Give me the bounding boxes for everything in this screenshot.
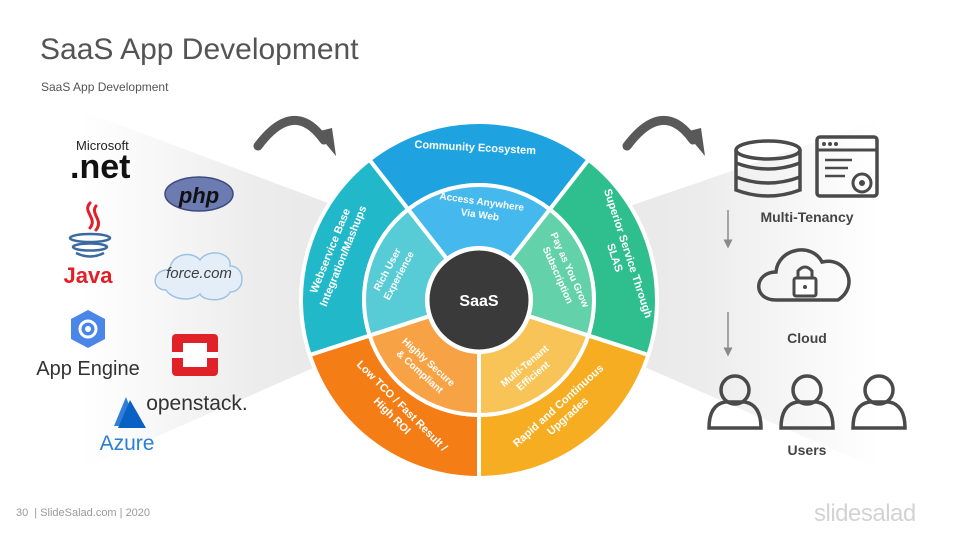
saas-center [426,247,532,353]
database-icon [734,139,802,198]
left-curve-arrow [253,116,329,151]
force-com-logo: force.com [154,252,243,301]
brand-logo: slidesalad [814,500,916,527]
app-engine-label: App Engine [36,358,139,380]
left-fan [80,110,400,470]
saas-center-label: SaaS [459,293,498,310]
cloud-label: Cloud [787,330,827,346]
outer-ring [299,120,659,481]
app-engine-logo: App Engine [36,310,140,380]
page-subtitle: SaaS App Development [41,80,169,94]
settings-document-icon [815,135,879,198]
users-label: Users [788,442,827,458]
openstack-label: openstack. [146,392,248,415]
right-fan [560,120,880,470]
left-curve-arrow-head [316,128,336,156]
force-com-label: force.com [166,265,232,282]
user-icon-1 [707,374,763,430]
footer-text: | SlideSalad.com | 2020 [34,507,151,519]
java-logo: Java [64,201,114,288]
azure-logo: Azure [100,397,155,455]
net-label: .net [70,148,130,186]
php-label: php [178,183,219,208]
java-label: Java [64,263,114,288]
inner-top-label-2: Via Web [460,207,500,223]
right-curve-arrow-head [685,128,705,156]
azure-label: Azure [100,432,155,455]
inner-ring [362,183,596,418]
microsoft-label: Microsoft [76,138,129,153]
microsoft-net-logo: Microsoft .net [70,138,130,186]
user-icon-3 [851,374,907,430]
footer: 30 | SlideSalad.com | 2020 [16,507,150,519]
php-logo: php [164,176,234,212]
right-curve-arrow [622,116,698,151]
multi-tenancy-label: Multi-Tenancy [760,209,853,225]
cloud-lock-icon [757,248,851,302]
page-title: SaaS App Development [40,33,359,66]
user-icon-2 [779,374,835,430]
openstack-logo: openstack. [146,334,248,415]
page-number: 30 [16,507,29,519]
